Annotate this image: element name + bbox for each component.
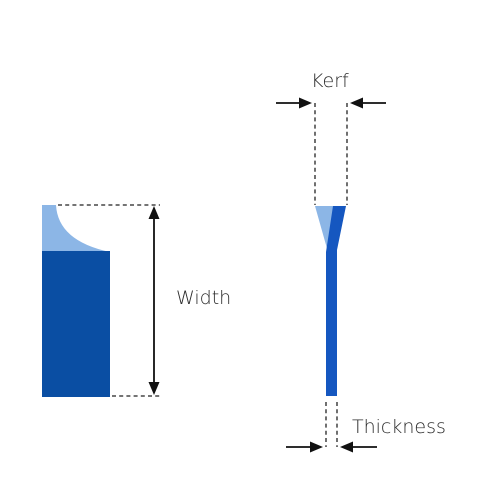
blade-side-view — [42, 205, 110, 397]
width-arrow-up-icon — [148, 206, 160, 219]
blade-tooth-tip — [42, 205, 110, 252]
width-dimension: Width — [58, 204, 231, 397]
thickness-arrow-left-icon — [340, 441, 353, 453]
tooth-dark-right — [326, 206, 346, 396]
blade-body — [42, 251, 110, 397]
thickness-arrow-right-icon — [310, 441, 323, 453]
width-arrow-down-icon — [148, 382, 160, 395]
thickness-label: Thickness — [352, 416, 446, 438]
kerf-arrow-left-icon — [350, 97, 363, 109]
kerf-dimension: Kerf — [276, 70, 386, 205]
blade-cross-section — [315, 206, 346, 396]
kerf-label: Kerf — [311, 70, 349, 92]
width-label: Width — [176, 287, 231, 309]
thickness-dimension: Thickness — [286, 402, 446, 453]
kerf-arrow-right-icon — [299, 97, 312, 109]
